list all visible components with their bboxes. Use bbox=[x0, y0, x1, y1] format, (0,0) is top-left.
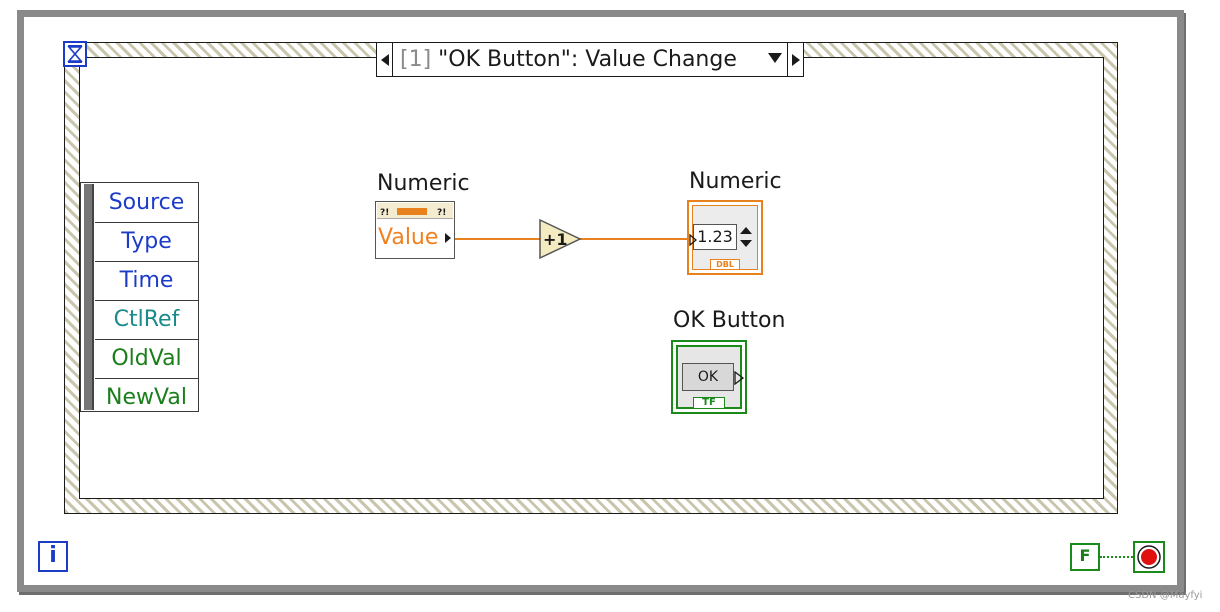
output-terminal-icon[interactable] bbox=[445, 233, 451, 243]
case-dropdown-icon[interactable] bbox=[768, 53, 782, 63]
event-data-node-handle[interactable] bbox=[84, 184, 94, 410]
case-title: "OK Button": Value Change bbox=[438, 47, 737, 72]
boolean-output-terminal-icon[interactable] bbox=[734, 370, 745, 386]
event-data-ctlref[interactable]: CtlRef bbox=[95, 301, 198, 340]
numeric-wire-out[interactable] bbox=[580, 238, 692, 240]
event-data-oldval[interactable]: OldVal bbox=[95, 340, 198, 379]
event-data-type[interactable]: Type bbox=[95, 223, 198, 262]
numeric-indicator-label[interactable]: Numeric bbox=[689, 169, 782, 194]
case-index: [1] bbox=[400, 47, 432, 72]
input-terminal-icon[interactable] bbox=[689, 231, 698, 247]
timeout-hourglass-icon[interactable] bbox=[63, 41, 87, 67]
ok-button-glyph: OK bbox=[682, 363, 734, 391]
event-data-node[interactable] bbox=[80, 182, 199, 412]
increment-label: +1 bbox=[543, 230, 568, 249]
iteration-terminal-icon[interactable]: i bbox=[38, 541, 68, 572]
local-variable-label[interactable]: Numeric bbox=[377, 171, 470, 196]
property-node-header: ?! ?! bbox=[377, 203, 453, 219]
stop-condition-icon[interactable] bbox=[1133, 541, 1165, 573]
event-case-selector[interactable] bbox=[376, 42, 804, 77]
false-constant[interactable]: F bbox=[1070, 543, 1100, 571]
svg-text:?!: ?! bbox=[380, 208, 389, 218]
event-structure-diagram bbox=[79, 57, 1104, 499]
watermark: CSDN @Mayfyi bbox=[1128, 590, 1203, 601]
event-data-source[interactable]: Source bbox=[95, 184, 198, 223]
event-data-list: Source Type Time CtlRef OldVal NewVal bbox=[95, 184, 198, 417]
boolean-wire[interactable] bbox=[1100, 556, 1133, 558]
numeric-indicator-value: 1.23 bbox=[693, 224, 737, 250]
event-data-time[interactable]: Time bbox=[95, 262, 198, 301]
increment-case-arrow-icon[interactable] bbox=[787, 42, 804, 77]
property-name[interactable]: Value bbox=[378, 225, 439, 250]
svg-text:?!: ?! bbox=[437, 208, 446, 218]
dbl-type-badge: DBL bbox=[710, 259, 740, 270]
tf-type-badge: TF bbox=[693, 397, 725, 409]
increment-node[interactable]: +1 bbox=[538, 218, 582, 260]
ok-button-label[interactable]: OK Button bbox=[673, 308, 786, 333]
numeric-stepper-icon bbox=[738, 224, 754, 250]
decrement-case-arrow-icon[interactable] bbox=[376, 42, 393, 77]
event-data-newval[interactable]: NewVal bbox=[106, 385, 187, 410]
event-case-label[interactable]: [1] "OK Button": Value Change bbox=[400, 44, 737, 76]
numeric-wire-in[interactable] bbox=[455, 238, 541, 240]
